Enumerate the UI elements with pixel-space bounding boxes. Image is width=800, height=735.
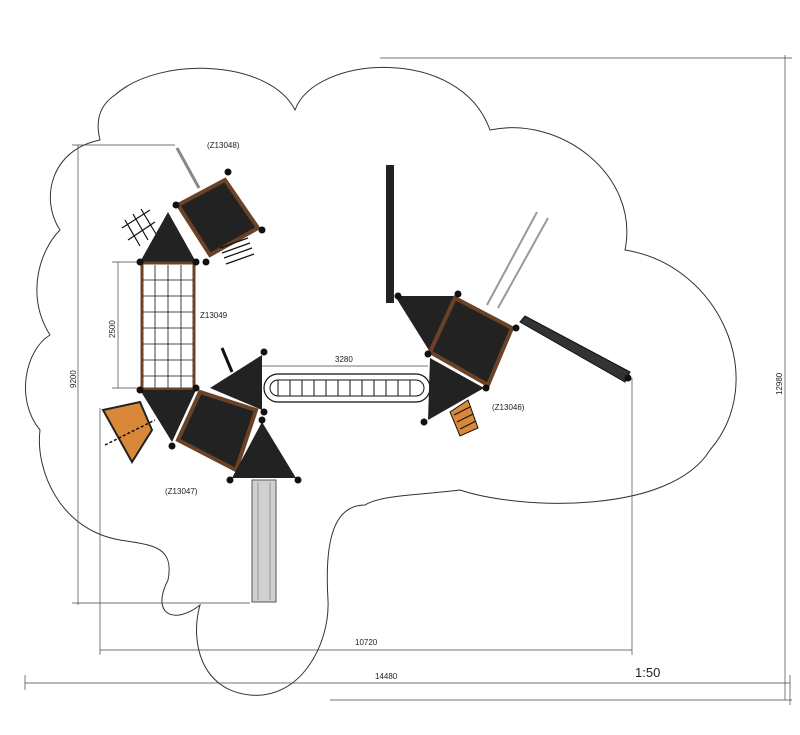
label-z13049: Z13049	[200, 311, 228, 320]
roof-triangle-top	[140, 212, 196, 262]
plank-ramp	[101, 400, 154, 464]
roof-triangle-bottom	[232, 422, 296, 478]
label-z13046: (Z13046)	[492, 403, 525, 412]
roof-square	[175, 177, 261, 258]
safety-zone-outline	[25, 67, 737, 696]
roof-triangle-left	[395, 296, 455, 352]
tower-z13046	[386, 165, 632, 437]
slide-straight	[251, 479, 277, 603]
dimension-lines	[24, 55, 792, 705]
scale-label: 1:50	[635, 665, 660, 680]
telescope	[220, 347, 234, 373]
tower-z13047	[101, 347, 302, 603]
dim-tower-span: 2500	[108, 320, 117, 338]
stairs-small	[219, 237, 255, 265]
rope-ladder-1	[486, 211, 538, 306]
rope-ladder-2	[497, 217, 549, 309]
roof-square-main	[427, 295, 515, 388]
label-z13047: (Z13047)	[165, 487, 198, 496]
roof-triangle-upper	[210, 355, 262, 410]
slide-tube	[519, 315, 631, 383]
tower-z13049	[136, 212, 200, 391]
bridge-tunnel	[263, 373, 431, 403]
net-grid	[143, 265, 193, 388]
dim-width-total: 14480	[375, 672, 398, 681]
dim-bridge: 3280	[335, 355, 353, 364]
dim-height-left: 9200	[69, 370, 78, 388]
roof-square-main	[175, 389, 259, 473]
roof-triangle-left	[140, 390, 196, 442]
post-dots	[172, 168, 266, 266]
post-dots	[136, 348, 302, 484]
stairs-small	[449, 399, 479, 437]
tower-z13048	[121, 147, 266, 266]
roof-triangle-bottom	[428, 358, 484, 420]
climbing-net-left	[121, 208, 157, 247]
dim-height-total: 12980	[775, 372, 784, 395]
climbing-pole	[386, 165, 394, 303]
post-dots	[394, 290, 632, 426]
dim-width-inner: 10720	[355, 638, 378, 647]
label-z13048: (Z13048)	[207, 141, 240, 150]
rope-ladder	[175, 147, 201, 189]
